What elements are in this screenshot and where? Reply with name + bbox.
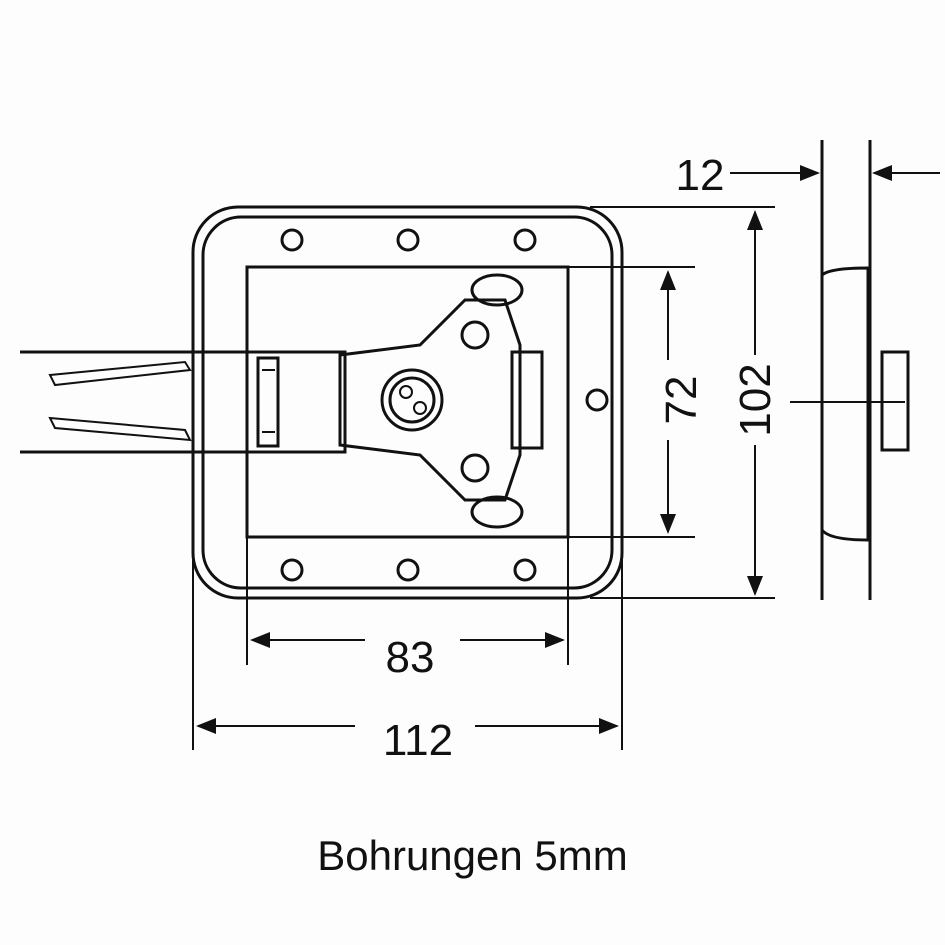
front-view <box>20 205 624 600</box>
dimension-lines <box>192 165 940 750</box>
caption: Bohrungen 5mm <box>317 832 628 879</box>
side-view <box>790 140 910 600</box>
latch-handle <box>20 350 347 454</box>
dim-outer-width: 112 <box>383 716 453 765</box>
dim-inner-width: 83 <box>386 633 435 682</box>
latch-mechanism <box>338 273 544 529</box>
dim-inner-height: 72 <box>657 376 706 425</box>
mounting-holes <box>280 228 609 582</box>
plate-flange <box>201 215 614 590</box>
dim-depth: 12 <box>676 151 725 200</box>
outer-plate <box>191 205 624 600</box>
dim-outer-height: 102 <box>731 363 780 436</box>
inner-recess <box>245 265 570 539</box>
